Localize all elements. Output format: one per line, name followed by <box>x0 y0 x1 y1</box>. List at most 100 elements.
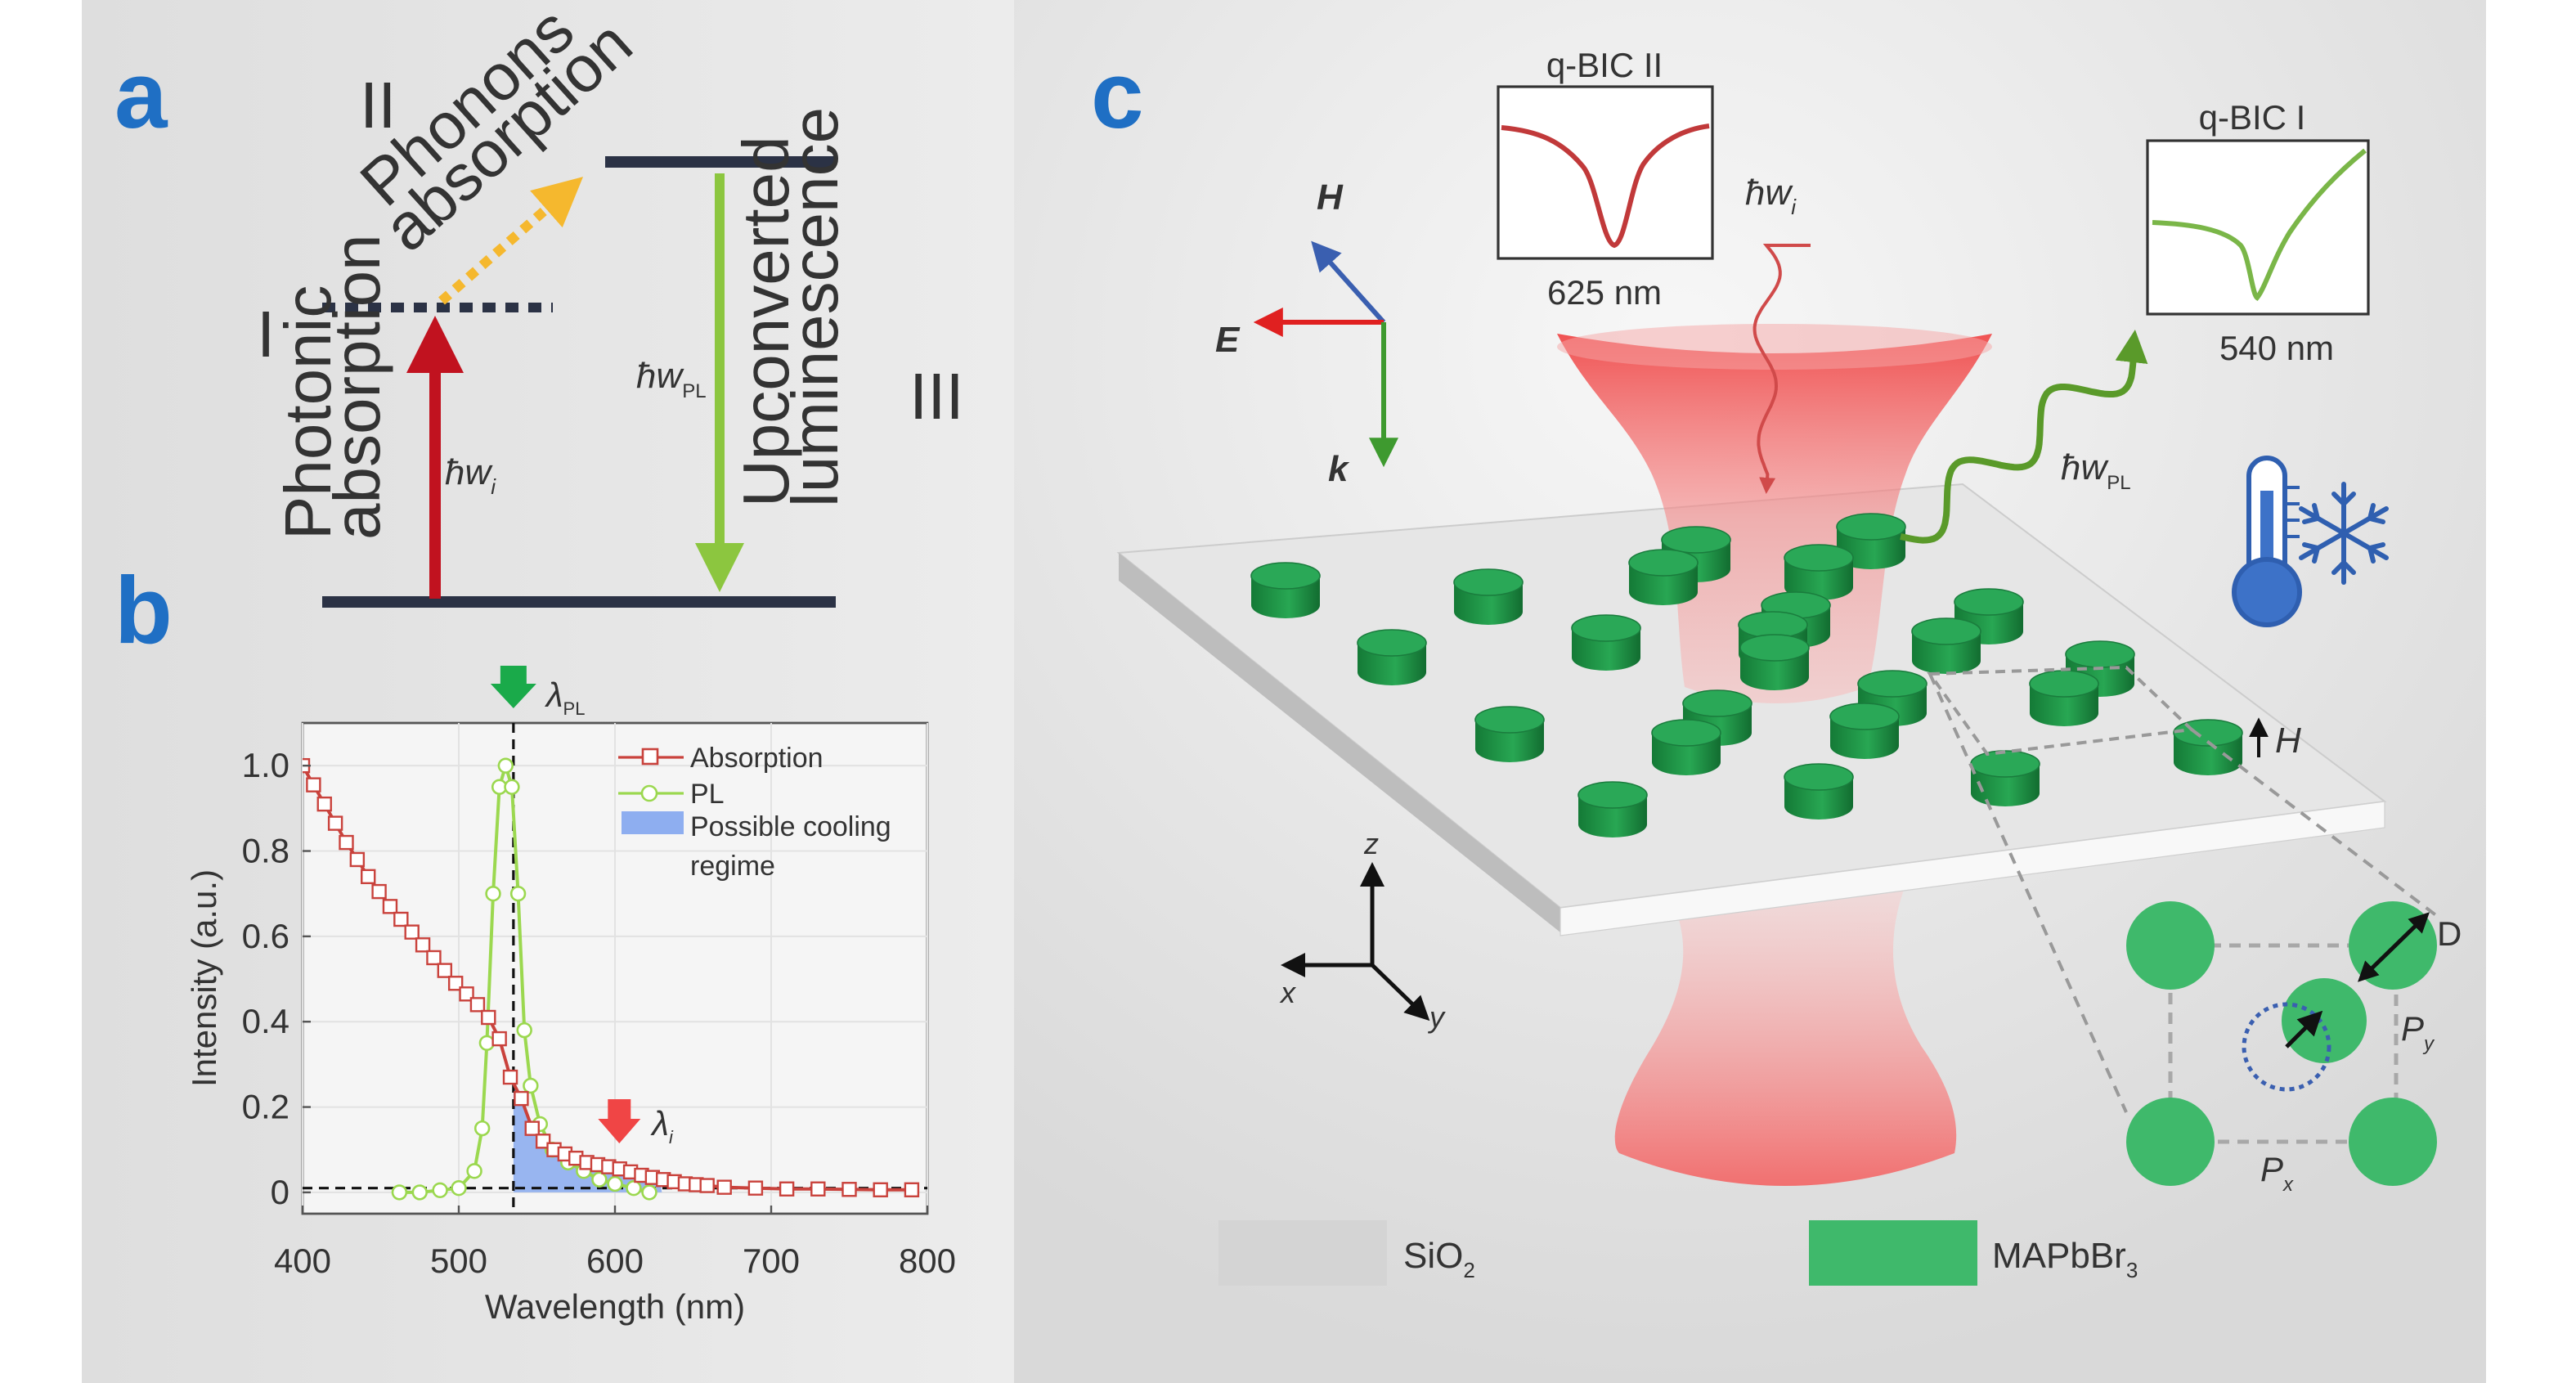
field-axes: H E k <box>1215 177 1398 489</box>
transmitted-beam <box>1614 867 1957 1186</box>
corner-disk-bl <box>2126 1098 2215 1186</box>
legend-cooling-line2: regime <box>690 851 775 882</box>
h-field-arrow <box>1311 240 1386 324</box>
h-field-label: H <box>1317 177 1344 218</box>
absorption-point <box>447 976 464 991</box>
disk-0 <box>1836 513 1906 569</box>
substrate-front-side <box>1560 801 2385 936</box>
pl-point <box>523 1077 539 1094</box>
legend-mapbbr3-swatch <box>1809 1220 1977 1286</box>
disk-top <box>1738 611 1808 639</box>
qbic1-wavelength: 540 nm <box>2219 329 2334 367</box>
panel-label-b: b <box>114 557 173 663</box>
period-y-label: Py <box>2401 1009 2435 1055</box>
absorption-point <box>382 899 398 914</box>
disk-top <box>1682 689 1752 717</box>
absorption-point <box>404 924 420 940</box>
disk-top <box>1628 549 1699 577</box>
incident-beam <box>1557 334 1992 703</box>
disk-top <box>1357 629 1427 657</box>
pl-point <box>509 885 527 902</box>
disk-18 <box>1474 706 1545 762</box>
qbic2-wavelength: 625 nm <box>1547 273 1662 312</box>
hw-i-label-a: ħwi <box>445 452 496 499</box>
level-label-ii: II <box>360 69 396 141</box>
absorption-point <box>779 1181 795 1197</box>
absorption-point <box>459 986 474 1002</box>
absorption-point <box>481 1009 496 1026</box>
thermometer-icon <box>2232 456 2302 627</box>
disk-top <box>1970 750 2040 778</box>
pl-point <box>466 1163 482 1179</box>
lambda-i-label: λi <box>650 1104 674 1147</box>
x-tick-label: 800 <box>899 1242 956 1280</box>
absorption-point <box>747 1180 764 1196</box>
legend-cooling-swatch <box>622 811 684 834</box>
pl-point <box>626 1179 642 1197</box>
y-axis-label: Intensity (a.u.) <box>185 869 223 1087</box>
disk-top <box>1250 562 1321 590</box>
x-axis-label-c: x <box>1279 976 1297 1009</box>
absorption-point <box>535 1134 551 1149</box>
pl-point <box>591 1171 608 1188</box>
displacement-arrow <box>2285 1010 2323 1048</box>
x-tick-label: 700 <box>743 1242 800 1280</box>
absorption-point <box>491 1031 507 1047</box>
disk-21 <box>1970 750 2040 806</box>
pl-point <box>451 1179 467 1197</box>
disk-23 <box>1577 781 1648 837</box>
period-x-label: Px <box>2260 1150 2294 1196</box>
pl-line <box>399 760 650 1194</box>
center-disk <box>2282 978 2367 1063</box>
upconv-line2: luminescence <box>779 107 851 507</box>
pl-point <box>432 1182 448 1199</box>
lambda-i-arrow <box>598 1099 641 1143</box>
disk-top <box>1954 588 2024 616</box>
qbic2-inset: q-BIC II 625 nm <box>1497 46 1714 312</box>
pl-point <box>473 1120 491 1137</box>
pl-point <box>607 1175 623 1192</box>
disk-4 <box>1250 562 1321 618</box>
pl-point <box>641 1184 657 1201</box>
corner-disk-tl <box>2126 901 2215 990</box>
disk-top <box>2173 719 2243 747</box>
absorption-point <box>393 911 409 927</box>
disk-top <box>1857 670 1928 698</box>
legend-absorption: Absorption <box>690 743 824 774</box>
hw-pl-label-c: ħwPL <box>2061 447 2131 494</box>
x-tick-label: 600 <box>586 1242 644 1280</box>
absorption-point <box>469 997 486 1013</box>
qbic1-frame <box>2146 139 2370 316</box>
corner-disk-br <box>2349 1098 2437 1186</box>
y-tick-label: 0.8 <box>242 832 289 870</box>
original-position-circle <box>2242 1002 2331 1092</box>
disk-top <box>1784 544 1854 572</box>
pl-point <box>497 757 514 774</box>
absorption-point <box>339 834 354 851</box>
emitted-photon-wave <box>1900 330 2148 544</box>
incident-photon-wave <box>1752 244 1811 494</box>
disk-12 <box>1739 634 1810 690</box>
legend: Absorption PL Possible cooling regime <box>618 743 891 882</box>
disk-5 <box>1453 568 1524 625</box>
hw-pl-label-a: ħwPL <box>636 356 707 402</box>
zoom-line-left <box>1928 673 2128 1113</box>
qbic1-inset: q-BIC I 540 nm <box>2146 98 2370 367</box>
beam-top-ellipse <box>1557 324 1992 370</box>
lambda-pl-label: λPL <box>545 676 586 719</box>
coordinate-axes: z x y <box>1279 827 1446 1034</box>
disk-top <box>1739 634 1810 662</box>
absorption-point <box>873 1182 888 1197</box>
disk-top <box>1571 614 1641 642</box>
disk-top <box>1661 526 1731 554</box>
panel-label-c: c <box>1091 42 1144 148</box>
disk-11 <box>1357 629 1427 685</box>
legend-sio2-swatch <box>1218 1220 1387 1286</box>
zoom-line-right <box>2190 728 2439 918</box>
absorption-point <box>306 777 321 793</box>
absorption-point <box>904 1182 920 1197</box>
substrate-left-side <box>1119 553 1560 932</box>
legend-pl-marker <box>640 784 658 802</box>
